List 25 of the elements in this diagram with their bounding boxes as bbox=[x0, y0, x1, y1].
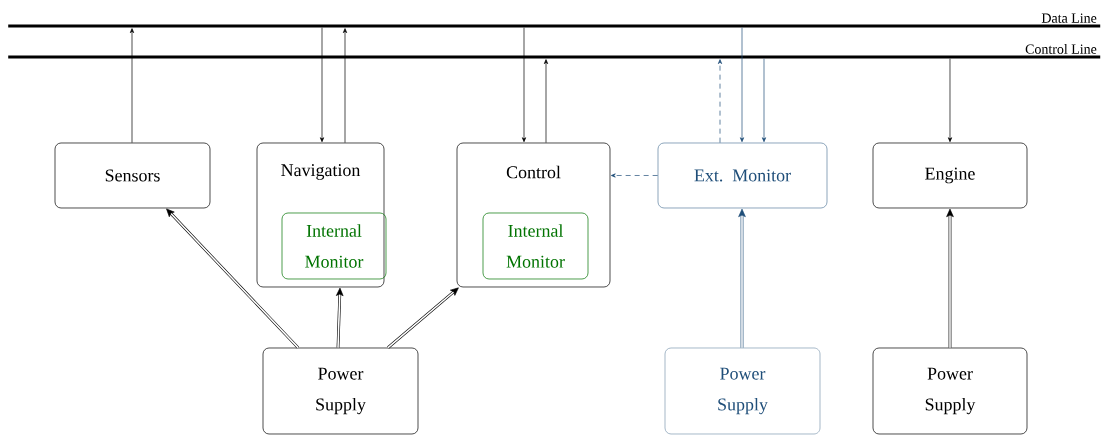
arrow bbox=[129, 28, 135, 143]
arrow bbox=[336, 287, 344, 349]
monitor-box: Internal Monitor bbox=[281, 212, 387, 280]
arrow bbox=[543, 59, 549, 143]
process-box: Power Supply bbox=[664, 347, 821, 435]
process-box: Power Supply bbox=[262, 347, 419, 435]
process-box: Ext. Monitor bbox=[657, 142, 828, 209]
arrow bbox=[739, 27, 745, 143]
process-box: Sensors bbox=[54, 142, 211, 209]
bus-line: Data Line bbox=[8, 13, 1101, 28]
arrow bbox=[738, 208, 746, 349]
arrow bbox=[946, 208, 954, 349]
arrow bbox=[342, 28, 348, 143]
arrow bbox=[717, 59, 723, 143]
arrow bbox=[761, 58, 767, 143]
arrow bbox=[387, 287, 459, 349]
arrow bbox=[166, 208, 300, 349]
arrow bbox=[521, 27, 527, 143]
arrow bbox=[319, 27, 325, 143]
process-box: Engine bbox=[872, 142, 1028, 209]
arrow bbox=[610, 173, 658, 178]
arrow bbox=[947, 58, 953, 143]
bus-line: Control Line bbox=[8, 43, 1101, 59]
process-box: Power Supply bbox=[872, 347, 1028, 435]
monitor-box: Internal Monitor bbox=[482, 212, 589, 280]
